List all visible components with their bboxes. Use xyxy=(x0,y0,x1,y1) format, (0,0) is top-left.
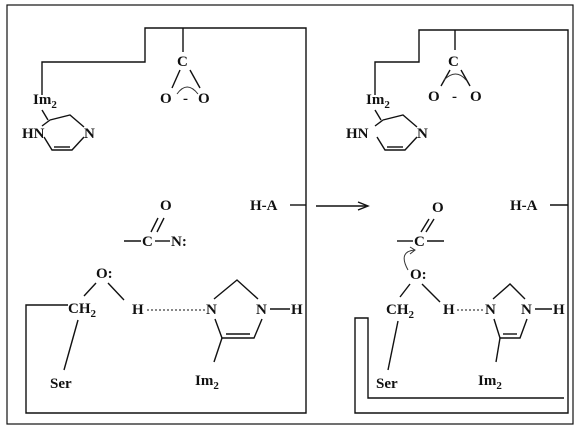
left-carboxyl-minus: - xyxy=(183,91,188,107)
left-carboxyl-bond1 xyxy=(171,69,181,89)
left-backbone-frame xyxy=(25,27,307,414)
right-ser-bond xyxy=(387,320,399,371)
right-carboxyl-o1: O xyxy=(428,89,440,105)
left-carboxyl-resonance-arc xyxy=(176,86,199,95)
right-panel: C O - O Im2 HN N H-A O C O: CH2 Ser H xyxy=(346,29,569,414)
right-carboxyl-bond2 xyxy=(460,69,471,87)
left-carboxyl-o2: O xyxy=(198,91,210,107)
right-imidazole-ring xyxy=(374,114,418,151)
left-im-stem xyxy=(41,109,49,121)
right-o-colon: O: xyxy=(410,267,427,283)
right-imidazole-n: N xyxy=(417,126,428,142)
right-curved-arrow xyxy=(403,249,415,271)
right-ha: H-A xyxy=(510,198,538,214)
right-h: H xyxy=(443,302,455,318)
left-carboxyl-c: C xyxy=(177,54,188,70)
left-carbonyl-bond-b xyxy=(156,217,165,233)
left-c: C xyxy=(142,234,153,250)
left-carbonyl-bond-a xyxy=(150,217,159,233)
right-carboxyl-resonance-arc xyxy=(443,73,467,81)
right-im-stem xyxy=(374,109,382,121)
left-imidazole-hn: HN xyxy=(22,126,45,142)
left-o-colon: O: xyxy=(96,266,113,282)
right-carbonyl-bond-b xyxy=(425,218,435,233)
left-imid-top-bonds xyxy=(213,279,259,300)
left-ser: Ser xyxy=(50,376,72,392)
right-curved-arrowhead xyxy=(409,246,416,255)
left-n-colon: N: xyxy=(171,234,187,250)
left-imid-n1: N xyxy=(206,302,217,318)
left-imidazole-ring xyxy=(41,114,85,151)
right-carbonyl-bond-a xyxy=(420,218,430,233)
left-h: H xyxy=(132,302,144,318)
right-imid-top-bonds xyxy=(492,283,526,300)
left-o-h-bond xyxy=(107,282,125,301)
right-imid-h: H xyxy=(553,302,565,318)
left-imid-stem xyxy=(213,337,223,363)
left-imidazole-n: N xyxy=(84,126,95,142)
left-imid-n2: N xyxy=(256,302,267,318)
right-carbonyl-o: O xyxy=(432,200,444,216)
left-ch2: CH2 xyxy=(68,301,97,320)
right-carboxyl-o2: O xyxy=(470,89,482,105)
reaction-arrow xyxy=(316,201,370,211)
left-carboxyl-o1: O xyxy=(160,91,172,107)
left-carboxyl-bond2 xyxy=(189,69,201,89)
right-imid-stem xyxy=(495,337,501,363)
right-imidazole-hn: HN xyxy=(346,126,369,142)
right-carboxyl-c: C xyxy=(448,54,459,70)
right-imid-n2: N xyxy=(521,302,532,318)
left-ser-bond xyxy=(63,319,79,371)
right-imid-n1: N xyxy=(485,302,496,318)
left-im-top: Im2 xyxy=(33,92,57,111)
right-carboxyl-minus: - xyxy=(452,89,457,105)
right-o-h-bond xyxy=(421,283,441,303)
right-imid-bottom-bonds xyxy=(493,318,528,339)
left-imid-bottom-bonds xyxy=(214,318,263,339)
left-imid-h: H xyxy=(291,302,303,318)
right-im-bottom: Im2 xyxy=(478,373,502,392)
left-panel: C O - O Im2 HN N H-A O C N: O: CH2 Ser H xyxy=(22,27,307,414)
right-o-ch2-bond xyxy=(399,283,411,298)
right-backbone-frame xyxy=(354,29,569,414)
right-im-top: Im2 xyxy=(366,92,390,111)
left-ha: H-A xyxy=(250,198,278,214)
figure-border xyxy=(6,4,574,425)
right-ch2: CH2 xyxy=(386,302,415,321)
right-ser: Ser xyxy=(376,376,398,392)
left-o-ch2-bond xyxy=(83,282,97,297)
left-carbonyl-o: O xyxy=(160,198,172,214)
right-c: C xyxy=(414,234,425,250)
left-im-bottom: Im2 xyxy=(195,373,219,392)
